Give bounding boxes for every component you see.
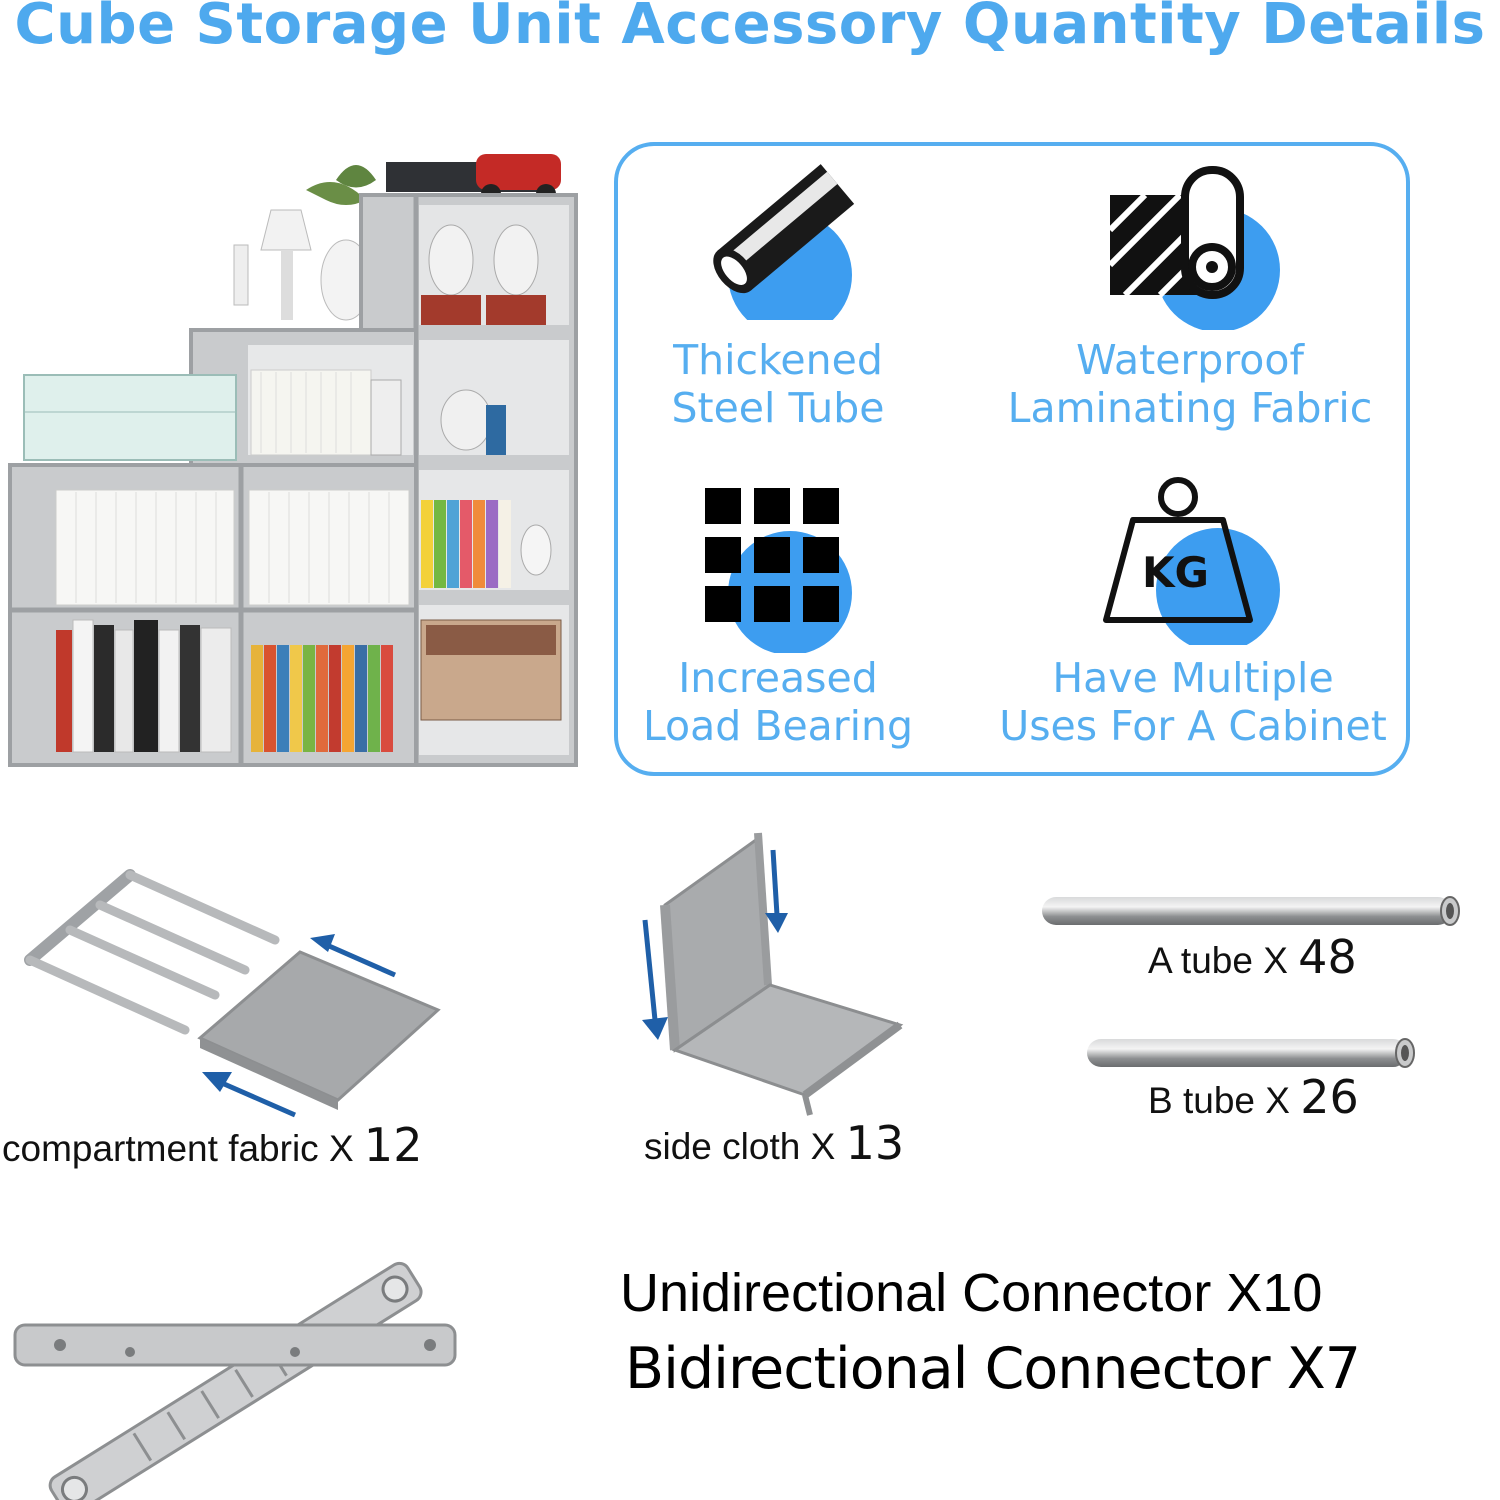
side-cloth-illustration bbox=[630, 825, 910, 1120]
feature-label-multiple-uses: Have Multiple Uses For A Cabinet bbox=[985, 654, 1401, 750]
kg-weight-icon bbox=[1098, 475, 1288, 645]
feature-label-load-bearing: Increased Load Bearing bbox=[630, 654, 926, 750]
feature-label-steel-tube: Thickened Steel Tube bbox=[630, 336, 926, 432]
a-tube-count: A tube X 48 bbox=[1148, 930, 1357, 984]
b-tube-label: B tube X bbox=[1148, 1080, 1290, 1121]
compartment-fabric-label: compartment fabric X bbox=[2, 1128, 354, 1169]
compartment-fabric-count: compartment fabric X 12 bbox=[2, 1118, 422, 1172]
page-title: Cube Storage Unit Accessory Quantity Det… bbox=[14, 0, 1486, 57]
side-cloth-count: side cloth X 13 bbox=[644, 1116, 904, 1170]
feature-line: Load Bearing bbox=[642, 702, 914, 750]
feature-line: Waterproof bbox=[1076, 336, 1304, 384]
compartment-fabric-illustration bbox=[10, 860, 450, 1125]
shelf-illustration bbox=[6, 150, 581, 780]
side-cloth-label: side cloth X bbox=[644, 1126, 836, 1167]
feature-line: Steel Tube bbox=[671, 384, 885, 432]
grid-icon bbox=[700, 483, 860, 653]
bidirectional-connector-count: Bidirectional Connector X7 bbox=[625, 1336, 1361, 1402]
feature-line: Increased bbox=[678, 654, 878, 702]
kg-label: KG bbox=[1142, 548, 1210, 597]
unidirectional-connector-count: Unidirectional Connector X10 bbox=[620, 1263, 1323, 1323]
steel-tube-icon bbox=[700, 160, 860, 320]
compartment-fabric-number: 12 bbox=[363, 1118, 423, 1172]
b-tube-count: B tube X 26 bbox=[1148, 1070, 1359, 1124]
b-tube-illustration bbox=[1085, 1035, 1420, 1075]
feature-line: Thickened bbox=[673, 336, 883, 384]
fabric-roll-icon bbox=[1100, 160, 1290, 330]
a-tube-illustration bbox=[1040, 893, 1465, 933]
connectors-illustration bbox=[10, 1240, 470, 1500]
b-tube-number: 26 bbox=[1300, 1070, 1359, 1124]
feature-box bbox=[614, 142, 1410, 776]
side-cloth-number: 13 bbox=[845, 1116, 905, 1170]
a-tube-number: 48 bbox=[1298, 930, 1357, 984]
a-tube-label: A tube X bbox=[1148, 940, 1288, 981]
feature-line: Have Multiple bbox=[1052, 654, 1334, 702]
feature-line: Laminating Fabric bbox=[1007, 384, 1373, 432]
feature-label-fabric: Waterproof Laminating Fabric bbox=[990, 336, 1390, 432]
feature-line: Uses For A Cabinet bbox=[999, 702, 1387, 750]
